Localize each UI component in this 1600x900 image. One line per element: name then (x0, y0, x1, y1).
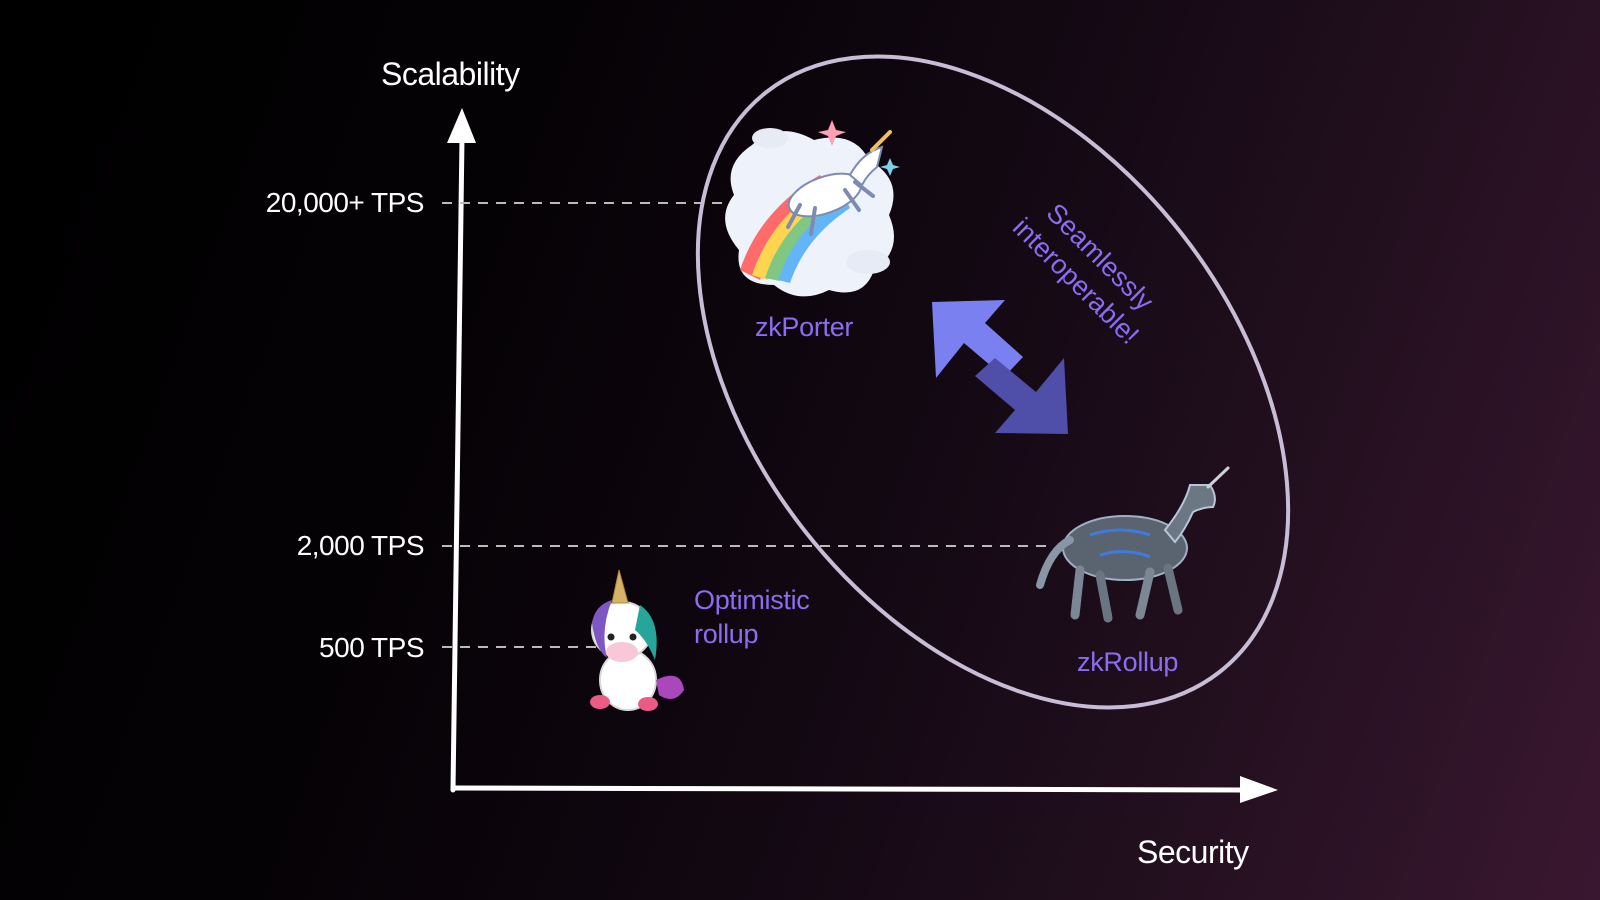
tick-label: 500 TPS (184, 632, 424, 664)
y-axis (447, 108, 476, 790)
optimistic-rollup-label: Optimistic rollup (694, 583, 854, 651)
optimistic-label-line1: Optimistic (694, 583, 854, 617)
baby-unicorn-icon (590, 570, 684, 711)
arrow-up-left-icon (932, 300, 1023, 378)
tick-label: 2,000 TPS (184, 530, 424, 562)
flying-rainbow-unicorn-icon (725, 120, 900, 296)
optimistic-label-line2: rollup (694, 617, 854, 651)
x-axis-title: Security (1137, 834, 1249, 871)
interop-ellipse (577, 0, 1408, 820)
zkrollup-label: zkRollup (1077, 647, 1178, 678)
tick-label: 20,000+ TPS (184, 187, 424, 219)
arrow-down-right-icon (975, 358, 1068, 434)
zkporter-label: zkPorter (755, 312, 853, 343)
robot-unicorn-icon (1040, 468, 1228, 618)
x-axis (453, 776, 1278, 803)
y-axis-title: Scalability (381, 56, 520, 93)
